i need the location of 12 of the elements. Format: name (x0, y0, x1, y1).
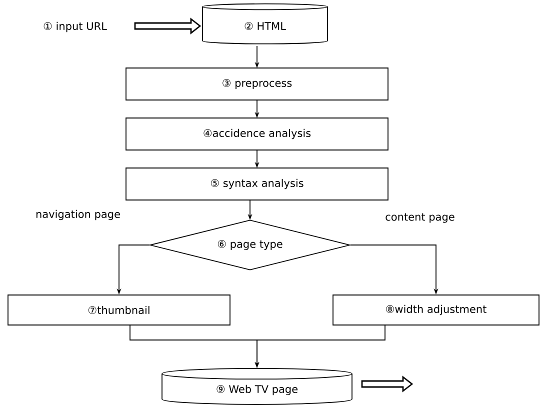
process-box: ③ preprocess (126, 68, 388, 100)
block-arrow (134, 18, 202, 34)
storage-cylinder: ⑨ Web TV page (162, 368, 352, 405)
edge-label: navigation page (34, 208, 122, 222)
input-label: ① input URL (44, 22, 107, 32)
process-box: ⑤ syntax analysis (126, 168, 388, 200)
process-box: ④accidence analysis (126, 118, 388, 150)
process-box: ⑧width adjustment (332, 294, 540, 326)
edge-label: content page (384, 212, 456, 224)
process-box: ⑦thumbnail (8, 294, 230, 326)
storage-cylinder: ② HTML (202, 3, 328, 44)
block-arrow (361, 376, 414, 392)
